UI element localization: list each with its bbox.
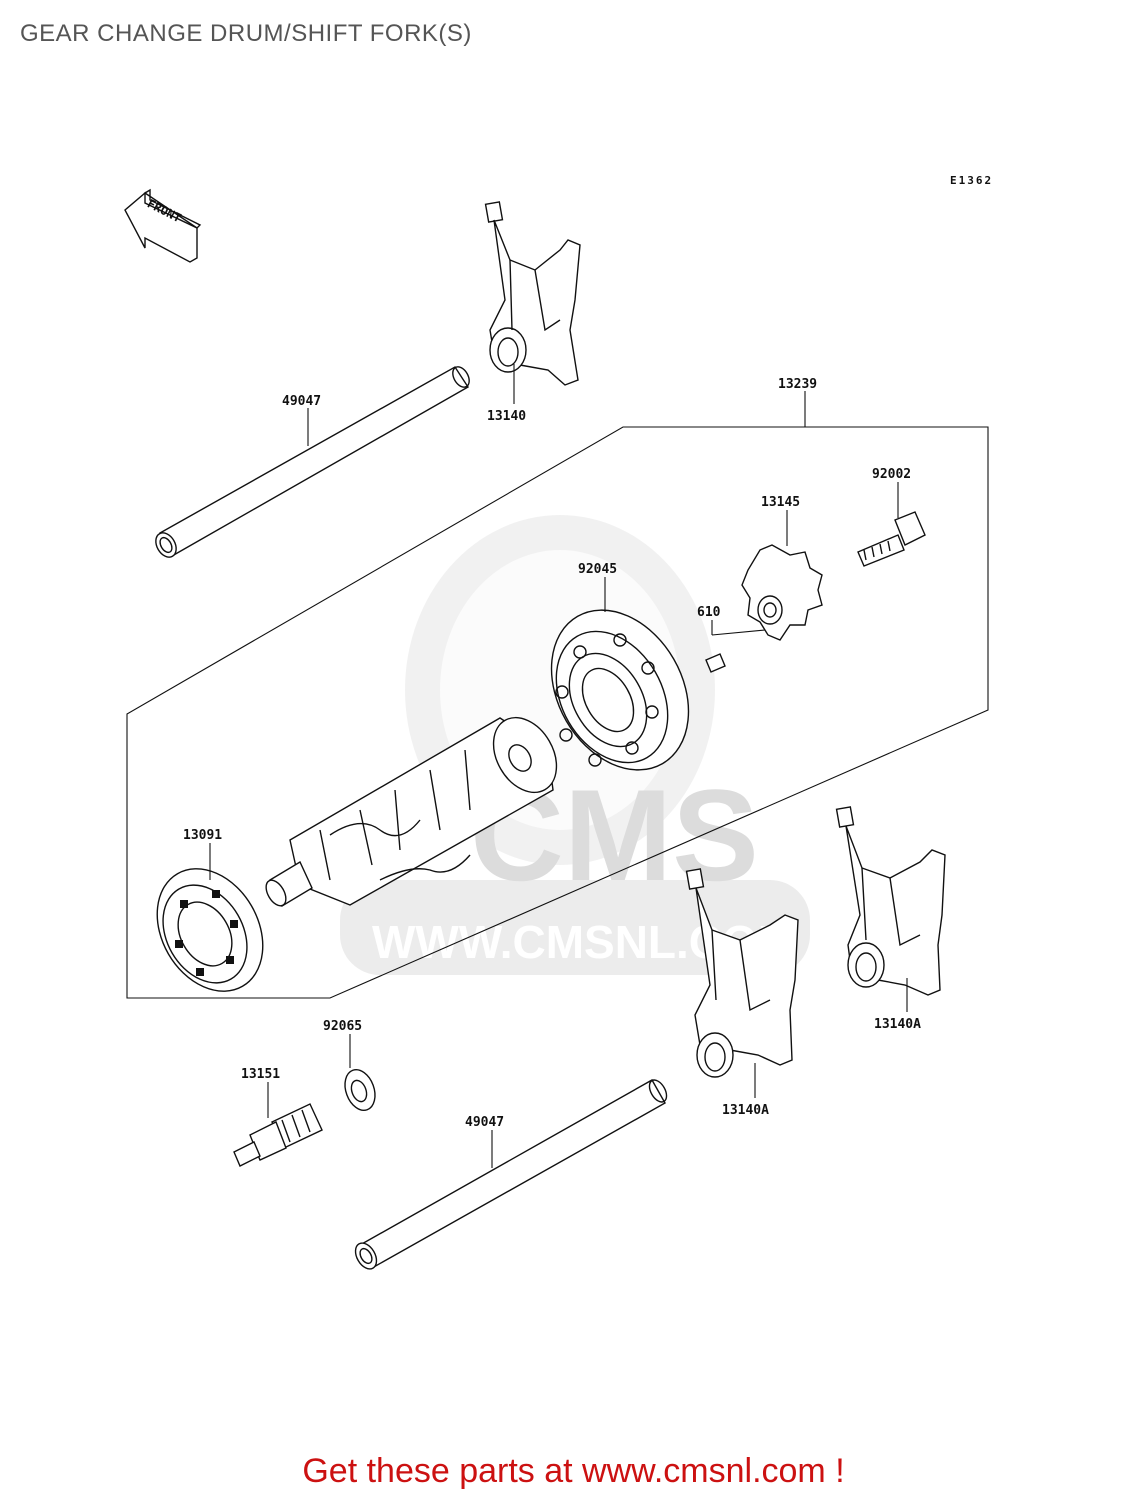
gear-change-drum <box>265 716 558 908</box>
shift-fork-13140A-middle <box>685 868 799 1078</box>
pin-610 <box>705 653 726 673</box>
watermark: CMS WWW.CMSNL.COM <box>340 515 810 975</box>
part-labels: 49047 13140 13239 92002 13145 92045 610 … <box>183 377 921 1130</box>
label-13239: 13239 <box>778 377 817 392</box>
pin-holder-13145 <box>741 544 823 641</box>
label-49047-top: 49047 <box>282 394 321 409</box>
label-610: 610 <box>697 605 721 620</box>
assembly-frame <box>126 426 989 999</box>
bolt-92002 <box>857 511 926 567</box>
label-13091: 13091 <box>183 828 222 843</box>
label-49047-bottom: 49047 <box>465 1115 504 1130</box>
label-13145: 13145 <box>761 495 800 510</box>
switch-13151 <box>233 1103 323 1167</box>
shift-fork-13140 <box>484 201 581 386</box>
shaft-49047-top <box>155 366 470 558</box>
footer-promo[interactable]: Get these parts at www.cmsnl.com ! <box>302 1452 845 1490</box>
label-13140A-right: 13140A <box>874 1017 921 1032</box>
label-13140A-middle: 13140A <box>722 1103 769 1118</box>
bearing-92045 <box>550 609 690 771</box>
label-13140: 13140 <box>487 409 526 424</box>
label-92002: 92002 <box>872 467 911 482</box>
ref-code: E1362 <box>950 174 993 187</box>
label-92045: 92045 <box>578 562 617 577</box>
label-13151: 13151 <box>241 1067 280 1082</box>
shaft-49047-bottom <box>354 1079 668 1270</box>
page-title: GEAR CHANGE DRUM/SHIFT FORK(S) <box>20 20 472 47</box>
leader-lines <box>209 364 908 1168</box>
bearing-13091 <box>156 868 264 992</box>
shift-fork-13140A-right <box>835 806 946 996</box>
front-arrow-badge: FRONT <box>124 188 202 263</box>
label-92065: 92065 <box>323 1019 362 1034</box>
washer-92065 <box>344 1068 376 1112</box>
